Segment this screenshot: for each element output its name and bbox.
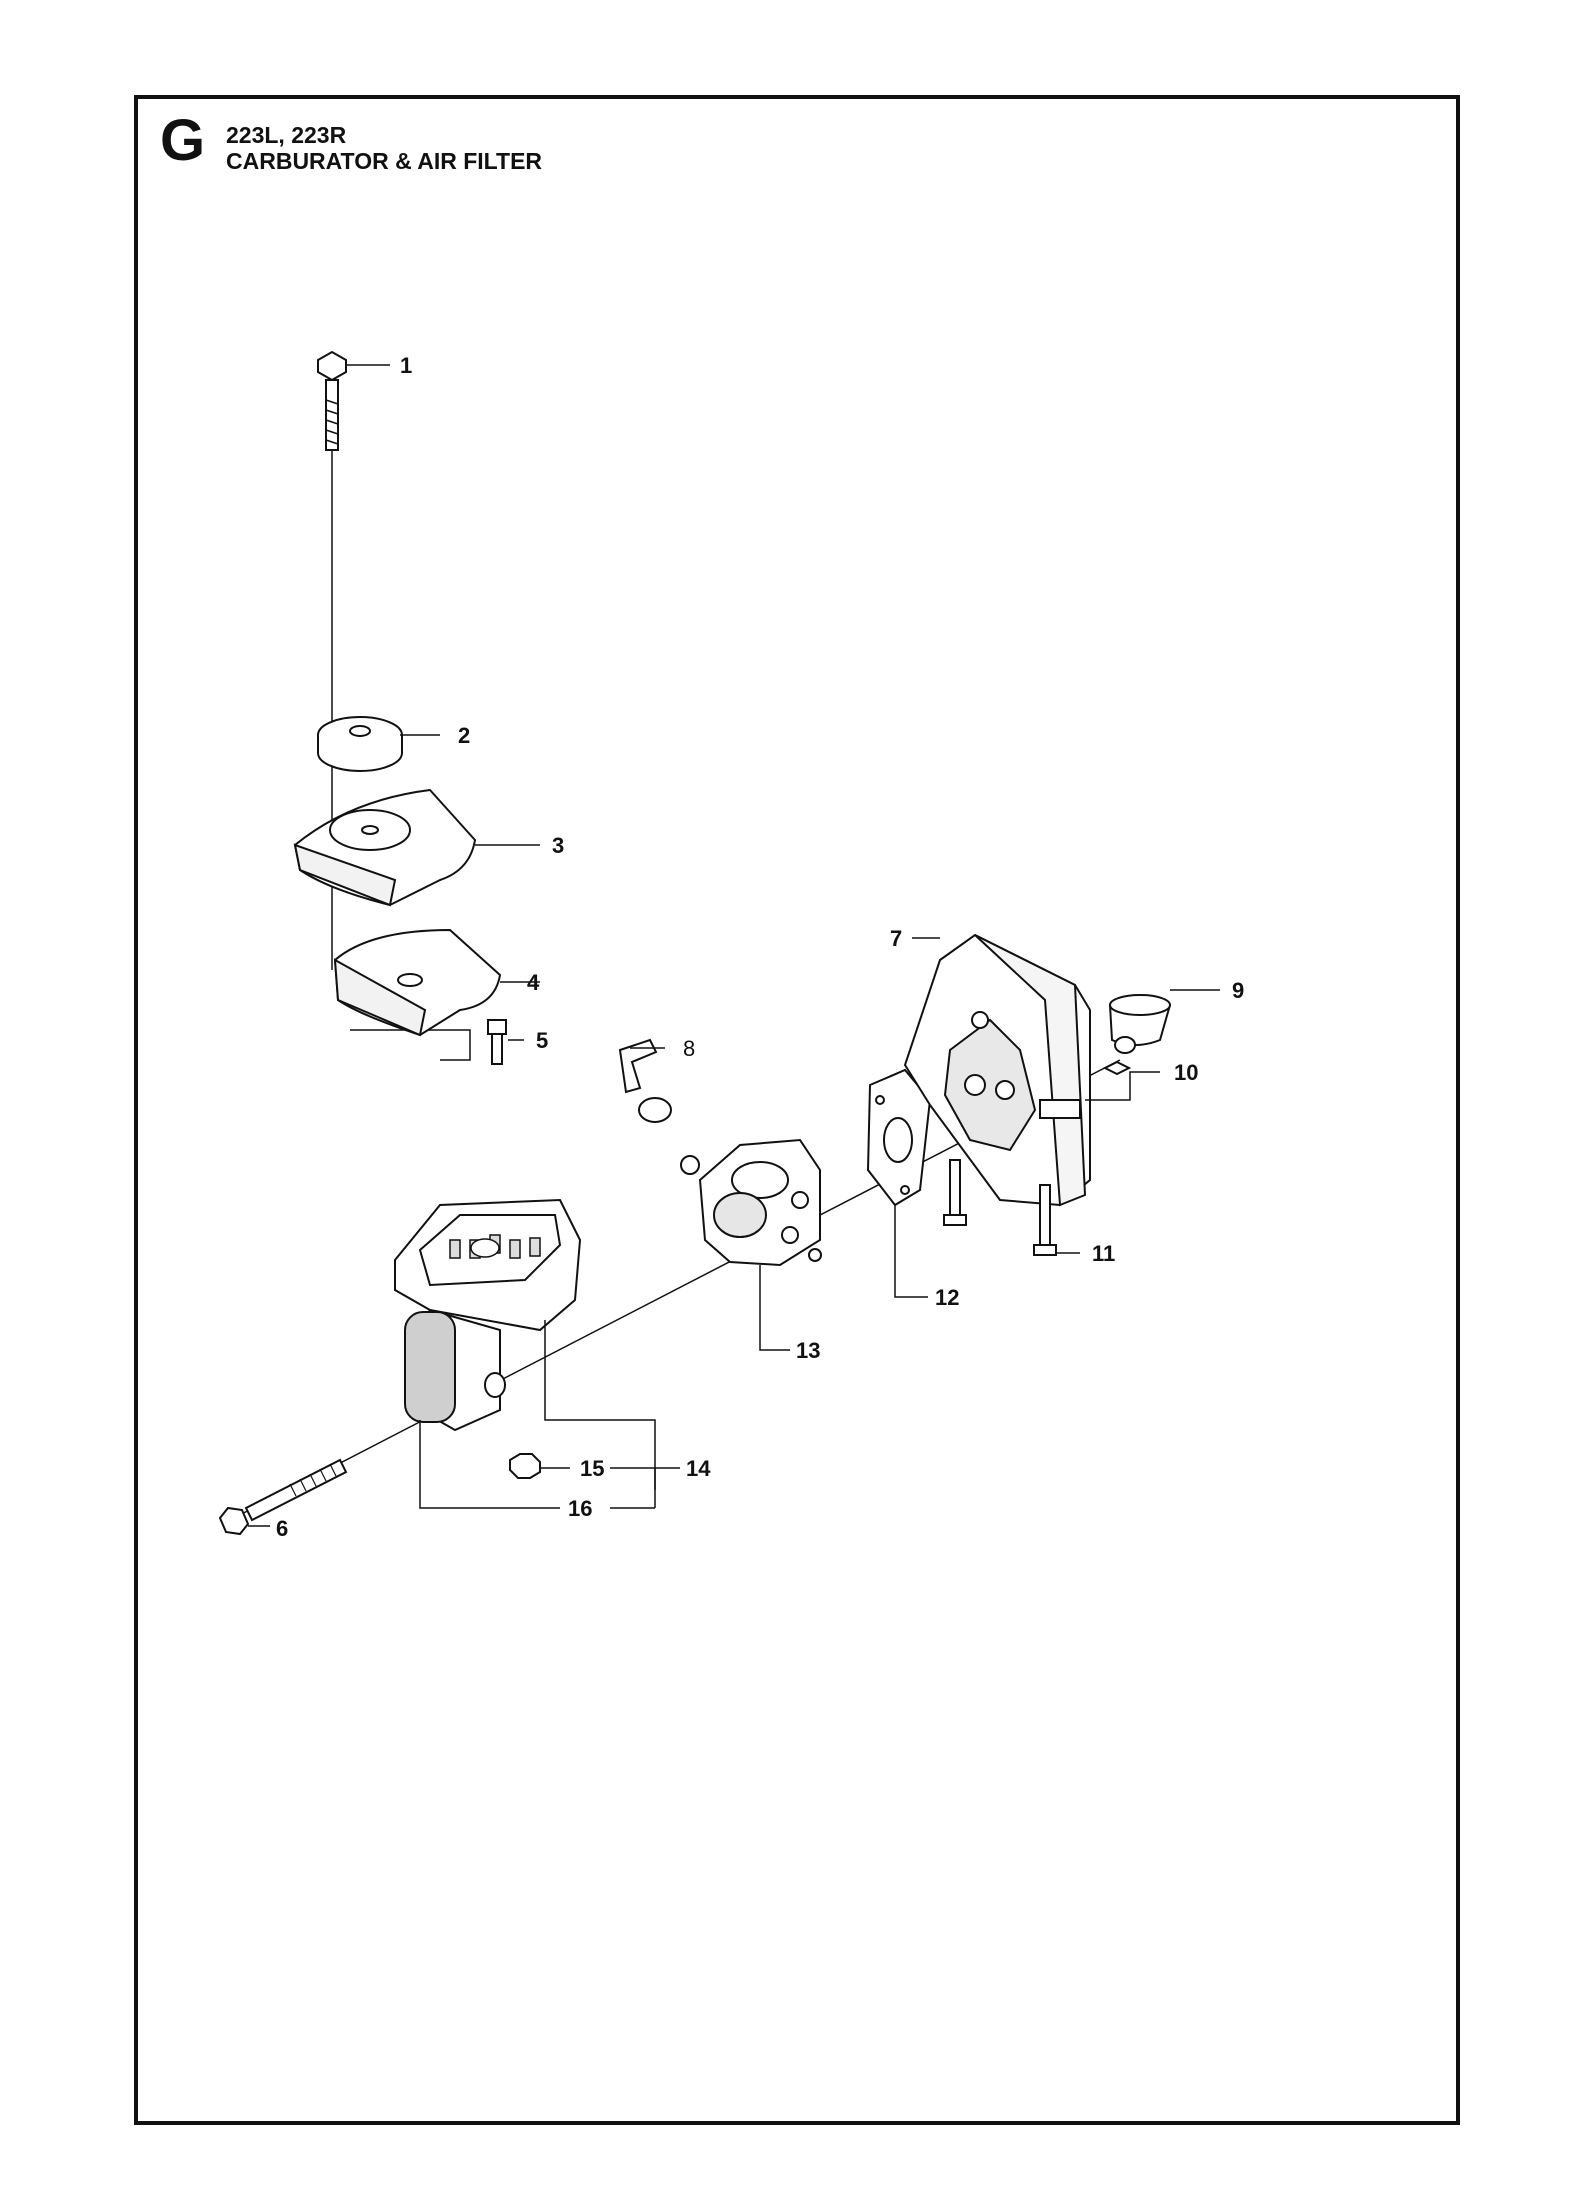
part-11-screws bbox=[943, 1159, 1057, 1256]
callout-4: 4 bbox=[527, 970, 540, 995]
page-frame bbox=[134, 95, 1460, 2125]
callout-15: 15 bbox=[580, 1456, 604, 1481]
model-numbers: 223L, 223R bbox=[226, 122, 347, 148]
callout-2: 2 bbox=[458, 723, 470, 748]
part-1-bolt bbox=[317, 350, 347, 451]
callout-13: 13 bbox=[796, 1338, 820, 1363]
part-6-long-bolt bbox=[218, 1458, 348, 1536]
callout-3: 3 bbox=[552, 833, 564, 858]
part-10-nut bbox=[1102, 1060, 1132, 1076]
section-letter: G bbox=[160, 108, 206, 173]
part-3-filter-cover bbox=[293, 788, 477, 907]
callout-7: 7 bbox=[890, 926, 902, 951]
callout-16: 16 bbox=[568, 1496, 592, 1521]
callout-1: 1 bbox=[400, 353, 412, 378]
part-5-screw bbox=[487, 1019, 507, 1065]
callout-12: 12 bbox=[935, 1285, 959, 1310]
page-title: CARBURATOR & AIR FILTER bbox=[226, 148, 543, 174]
part-12-gasket bbox=[866, 1068, 932, 1207]
part-4-filter-element bbox=[333, 928, 502, 1037]
callout-10: 10 bbox=[1174, 1060, 1198, 1085]
part-7-intake-bracket bbox=[903, 933, 1091, 1207]
callout-8: 8 bbox=[683, 1036, 695, 1061]
part-2-knob bbox=[317, 716, 403, 772]
callout-14: 14 bbox=[686, 1456, 711, 1481]
callout-9: 9 bbox=[1232, 978, 1244, 1003]
callout-11: 11 bbox=[1092, 1241, 1115, 1266]
part-9-boot bbox=[1108, 994, 1172, 1054]
part-14-housing bbox=[394, 1198, 582, 1432]
part-15-nut bbox=[509, 1453, 541, 1479]
part-8-choke-lever bbox=[618, 1038, 672, 1123]
part-13-carburetor bbox=[680, 1138, 822, 1267]
callout-5: 5 bbox=[536, 1028, 548, 1053]
callout-6: 6 bbox=[276, 1516, 288, 1541]
